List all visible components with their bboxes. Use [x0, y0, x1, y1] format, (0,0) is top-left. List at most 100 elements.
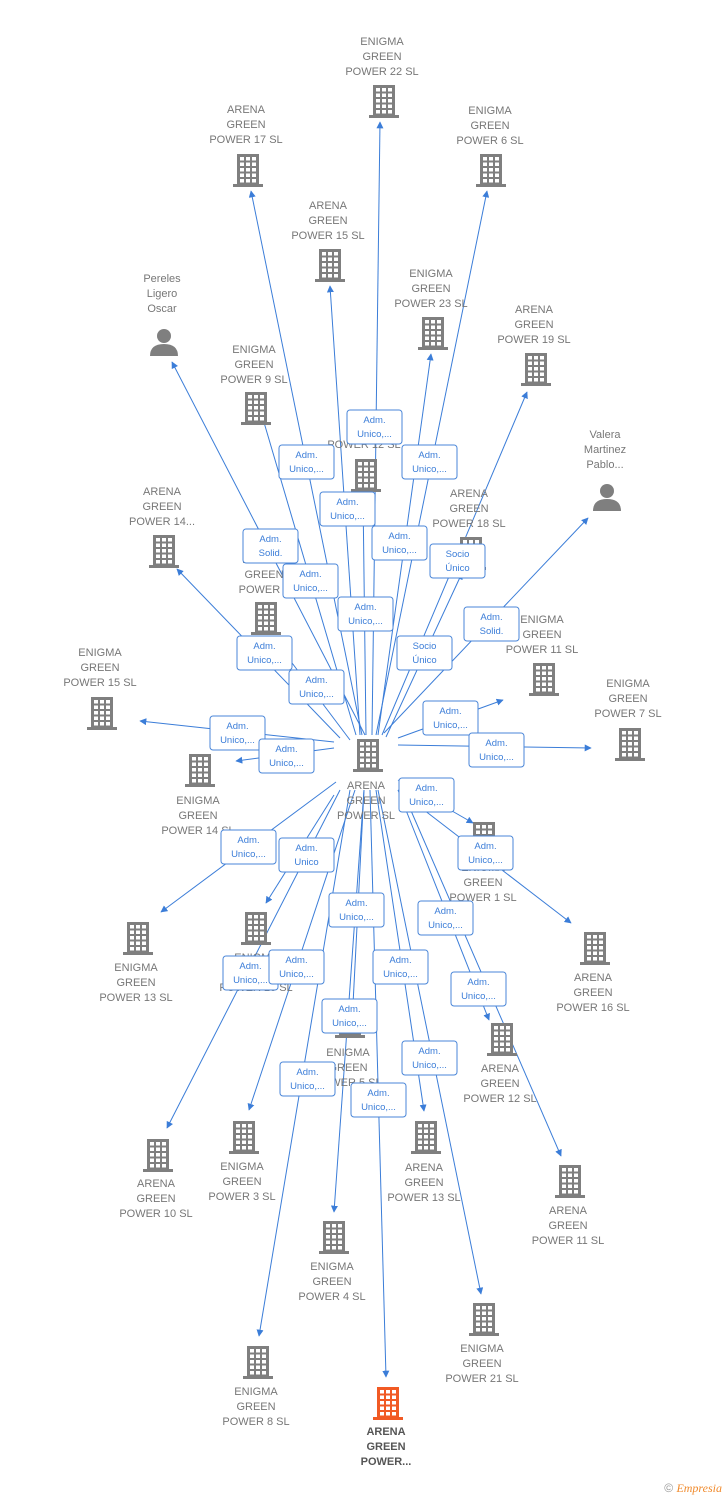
edge-label-text: Unico,... — [479, 752, 514, 763]
node-label-line: GREEN — [346, 795, 385, 807]
person-icon — [150, 329, 178, 356]
edge-label-box — [401, 1040, 458, 1076]
edge-label-text: Único — [412, 655, 436, 666]
edge-label-tag[interactable]: Adm.Unico,... — [319, 491, 376, 527]
edge-label-tag[interactable]: Adm.Unico,... — [268, 949, 325, 985]
edge-label-tag[interactable]: Adm.Unico,... — [321, 998, 378, 1034]
edge-label-tag[interactable]: Adm.Unico,... — [450, 971, 507, 1007]
edge-label-text: Único — [445, 563, 469, 574]
edge-label-tag[interactable]: Adm.Solid. — [242, 528, 299, 564]
node-label-line: POWER 15 SL — [291, 230, 364, 242]
edge-label-text: Unico,... — [428, 920, 463, 931]
edge-label-tag[interactable]: Adm.Unico,... — [350, 1082, 407, 1118]
edge-label-tag[interactable]: Adm.Unico,... — [236, 635, 293, 671]
edge-label-tag[interactable]: Adm.Unico,... — [372, 949, 429, 985]
node-label-line: ARENA — [366, 1426, 405, 1438]
person-node[interactable]: ValeraMartinezPablo... — [584, 429, 626, 511]
edge-label-box — [319, 491, 376, 527]
node-label-line: POWER 18 SL — [432, 518, 505, 530]
edge-label-box — [278, 444, 335, 480]
edge-label-text: Adm. — [480, 612, 502, 623]
node-label-line: ARENA — [347, 780, 386, 792]
edge-label-tag[interactable]: Adm.Unico,... — [258, 738, 315, 774]
node-label-line: GREEN — [362, 51, 401, 63]
building-icon — [476, 154, 506, 187]
edge-label-text: Adm. — [253, 641, 275, 652]
edge-label-text: Unico,... — [412, 1060, 447, 1071]
node-label-line: GREEN — [222, 1176, 261, 1188]
node-label-line: GREEN — [116, 977, 155, 989]
edge-label-box — [209, 715, 266, 751]
edge-label-tag[interactable]: Adm.Unico,... — [371, 525, 428, 561]
edge-label-text: Unico,... — [357, 429, 392, 440]
building-icon — [123, 922, 153, 955]
edge-label-text: Unico,... — [339, 912, 374, 923]
edge-label-tag[interactable]: Adm.Unico,... — [282, 563, 339, 599]
edge-label-text: Unico,... — [269, 758, 304, 769]
edge-label-tag[interactable]: Adm.Unico,... — [346, 409, 403, 445]
edge-label-tag[interactable]: Adm.Unico,... — [220, 829, 277, 865]
edge-label-tag[interactable]: Adm.Unico — [278, 837, 335, 873]
edge-label-text: Adm. — [295, 450, 317, 461]
edge-label-tag[interactable]: Adm.Unico,... — [337, 596, 394, 632]
node-label-line: ENIGMA — [176, 795, 220, 807]
node-label-line: ARENA — [549, 1205, 588, 1217]
building-icon — [521, 353, 551, 386]
edge-label-text: Adm. — [467, 977, 489, 988]
brand-logo[interactable]: Empresia — [676, 1481, 722, 1495]
edge-label-tag[interactable]: Adm.Unico,... — [417, 900, 474, 936]
edge-label-tag[interactable]: Adm.Unico,... — [401, 1040, 458, 1076]
node-label-line: POWER 7 SL — [594, 708, 661, 720]
edge-label-text: Unico,... — [412, 464, 447, 475]
company-node[interactable]: ARENAGREENPOWER... — [361, 1387, 412, 1468]
edge-label-tag[interactable]: Adm.Unico,... — [422, 700, 479, 736]
node-label-line: POWER 19 SL — [497, 334, 570, 346]
edge-label-tag[interactable]: Adm.Unico,... — [278, 444, 335, 480]
edge-label-tag[interactable]: Adm.Unico,... — [209, 715, 266, 751]
edge-label-tag[interactable]: Adm.Unico,... — [457, 835, 514, 871]
edge-label-tag[interactable]: Adm.Solid. — [463, 606, 520, 642]
edge-label-tag[interactable]: Adm.Unico,... — [288, 669, 345, 705]
edge-label-tag[interactable]: Adm.Unico,... — [398, 777, 455, 813]
edge-label-text: Adm. — [418, 450, 440, 461]
edge-label-tag[interactable]: Adm.Unico,... — [279, 1061, 336, 1097]
node-label-line: ARENA — [515, 304, 554, 316]
node-label-line: GREEN — [226, 119, 265, 131]
edge-label-tag[interactable]: Adm.Unico,... — [468, 732, 525, 768]
node-label-line: Pablo... — [586, 459, 623, 471]
node-label-line: ENIGMA — [234, 1386, 278, 1398]
edge-label-text: Adm. — [226, 721, 248, 732]
edge-label-tag[interactable]: Adm.Unico,... — [328, 892, 385, 928]
edge-label-text: Unico,... — [332, 1018, 367, 1029]
node-label-line: POWER 15 SL — [63, 677, 136, 689]
edge-label-tag[interactable]: Adm. Unico,... — [401, 444, 458, 480]
